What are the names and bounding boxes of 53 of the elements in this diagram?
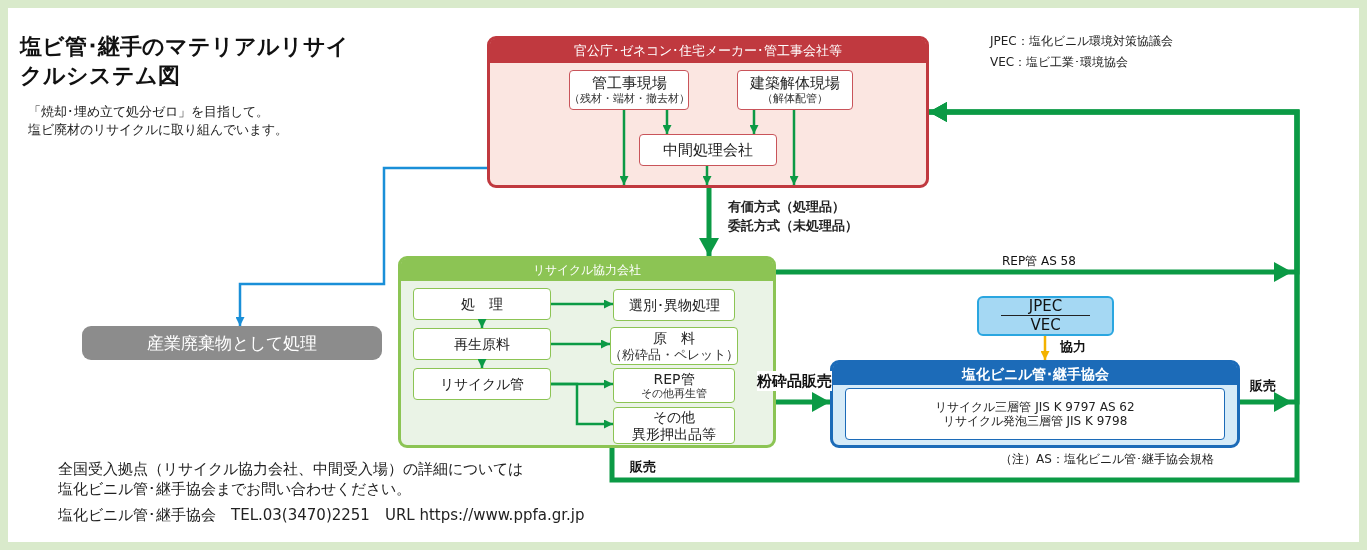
group-panel <box>830 360 1240 448</box>
contact-info: 塩化ビニル管･継手協会 TEL.03(3470)2251 URL https://www.ppfa.gr.jp <box>58 506 585 526</box>
box-label: VEC <box>1030 315 1061 334</box>
process-box <box>610 327 738 365</box>
subtitle: 塩ビ廃材のリサイクルに取り組んでいます。 <box>28 122 288 139</box>
standards-box <box>845 388 1225 440</box>
edge-label: 粉砕品販売 <box>757 371 832 392</box>
process-box <box>413 368 551 400</box>
subtitle: 「焼却･埋め立て処分ゼロ」を目指して。 <box>28 104 269 121</box>
process-box <box>413 288 551 320</box>
edge-label: REP管 AS 58 <box>1002 253 1076 270</box>
box-sublabel: （粉砕品・ペレット） <box>609 346 739 362</box>
box-label: 建築解体現場 <box>750 74 840 93</box>
panel-header: 官公庁･ゼネコン･住宅メーカー･管工事会社等 <box>490 39 926 63</box>
organization-box <box>977 296 1114 336</box>
box-label: 再生原料 <box>454 335 510 353</box>
box-label: 管工事現場 <box>591 74 667 93</box>
process-box <box>613 289 735 321</box>
group-panel <box>487 36 929 188</box>
box-label: 原 料 <box>653 330 695 347</box>
process-box <box>413 328 551 360</box>
box-label: 異形押出品等 <box>632 425 716 443</box>
box-label: 中間処理会社 <box>663 141 753 159</box>
process-box <box>639 134 777 166</box>
box-label: 産業廃棄物として処理 <box>147 332 317 354</box>
edge-label: 販売 <box>630 458 656 476</box>
box-label: リサイクル管 <box>440 375 524 393</box>
edge-label: 販売 <box>1250 377 1276 395</box>
panel-header: 塩化ビニル管･継手協会 <box>833 363 1237 385</box>
contact-note: 全国受入拠点（リサイクル協力会社、中間受入場）の詳細については塩化ビニル管･継手協会までお問い合わせください。 <box>58 460 524 499</box>
process-box <box>737 70 853 110</box>
box-sublabel: その他再生管 <box>641 387 707 401</box>
process-box <box>613 407 735 444</box>
box-label: その他 <box>653 408 695 426</box>
box-sublabel: （解体配管） <box>762 92 828 106</box>
process-box <box>569 70 689 110</box>
abbreviation-note: VEC：塩ビ工業･環境協会 <box>990 55 1129 71</box>
footnote: （注）AS：塩化ビニル管･継手協会規格 <box>1000 452 1214 468</box>
disposal-box <box>82 326 382 360</box>
edge-label: 協力 <box>1060 338 1086 356</box>
panel-header: リサイクル協力会社 <box>401 259 773 281</box>
box-label: REP管 <box>653 370 695 388</box>
box-label: リサイクル三層管 JIS K 9797 AS 62 <box>935 399 1135 414</box>
box-label: 処 理 <box>461 295 503 313</box>
title: 塩ビ管･継手のマテリアルリサイクルシステム図 <box>20 33 350 90</box>
box-label: JPEC <box>1000 298 1091 316</box>
flow-note: 有価方式（処理品） <box>728 199 845 216</box>
box-label: リサイクル発泡三層管 JIS K 9798 <box>942 414 1128 429</box>
process-box <box>613 368 735 403</box>
abbreviation-note: JPEC：塩化ビニル環境対策協議会 <box>990 34 1173 50</box>
flow-note: 委託方式（未処理品） <box>728 218 858 235</box>
box-sublabel: （残材・端材・撤去材） <box>568 92 690 106</box>
box-label: 選別･異物処理 <box>628 296 720 314</box>
